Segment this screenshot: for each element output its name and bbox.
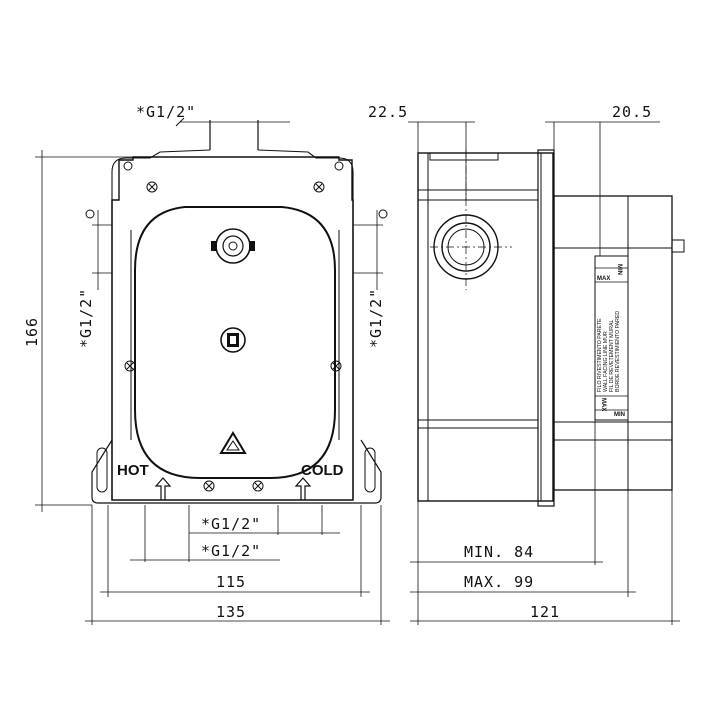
wall-facing-label: MIN MAX MAX MIN FILO RIVESTIMENTO PARETE… (594, 255, 629, 421)
dim-widths: 115 135 (85, 505, 390, 625)
inner-cover (134, 206, 336, 479)
svg-text:135: 135 (216, 603, 246, 621)
cold-arrow-icon (294, 477, 312, 500)
svg-text:*G1/2": *G1/2" (201, 515, 261, 533)
dim-right-thread: *G1/2" (353, 210, 385, 348)
side-inlet-icon (430, 150, 512, 290)
svg-text:MIN: MIN (614, 412, 625, 418)
dim-back-offset: 20.5 (545, 103, 660, 256)
dim-left-thread: *G1/2" (77, 210, 112, 348)
svg-text:115: 115 (216, 573, 246, 591)
top-right-ear (257, 149, 354, 200)
rear-housing (553, 195, 673, 491)
right-slot (364, 447, 376, 493)
left-slot (96, 447, 108, 493)
top-left-ear (111, 149, 211, 200)
svg-text:MAX: MAX (600, 398, 606, 411)
svg-text:*G1/2": *G1/2" (77, 288, 95, 348)
center-plug-icon (220, 327, 246, 353)
svg-text:WALL FACING LINE MUR: WALL FACING LINE MUR (603, 331, 609, 392)
svg-text:MIN: MIN (616, 264, 622, 275)
screws (85, 181, 388, 492)
svg-text:MAX. 99: MAX. 99 (464, 573, 534, 591)
svg-text:*G1/2": *G1/2" (136, 103, 196, 121)
hot-arrow-icon (154, 477, 172, 500)
svg-text:121: 121 (530, 603, 560, 621)
mounting-bracket (91, 439, 382, 504)
dim-front-offset: 22.5 (368, 103, 475, 200)
recycle-symbol-icon (219, 431, 247, 454)
svg-text:*G1/2": *G1/2" (367, 288, 385, 348)
dim-depths: MIN. 84 MAX. 99 121 (410, 420, 680, 625)
cold-label: COLD (301, 462, 344, 479)
ear-hole-right (334, 161, 344, 171)
hot-label: HOT (117, 462, 149, 479)
svg-text:*G1/2": *G1/2" (201, 542, 261, 560)
front-view: HOT COLD *G1/2" *G1/2" *G1/2" 166 (23, 103, 390, 625)
svg-text:MAX: MAX (597, 276, 610, 282)
side-view: MIN MAX MAX MIN FILO RIVESTIMENTO PARETE… (368, 103, 685, 625)
svg-text:BORDE REVESTIMIENTO PARED: BORDE REVESTIMIENTO PARED (615, 311, 621, 392)
dim-top-thread: *G1/2" (136, 103, 290, 127)
dim-outlets: *G1/2" *G1/2" (130, 505, 340, 562)
svg-text:22.5: 22.5 (368, 103, 408, 121)
svg-text:FIL DE REVETEMENT MURAL: FIL DE REVETEMENT MURAL (609, 320, 615, 392)
svg-text:166: 166 (23, 317, 41, 347)
ear-hole-left (123, 161, 133, 171)
svg-text:FILO RIVESTIMENTO PARETE: FILO RIVESTIMENTO PARETE (597, 318, 603, 392)
valve-fitting-icon (211, 228, 255, 264)
svg-text:20.5: 20.5 (612, 103, 652, 121)
side-body (417, 152, 554, 502)
dim-height: 166 (23, 150, 145, 512)
svg-text:MIN. 84: MIN. 84 (464, 543, 534, 561)
